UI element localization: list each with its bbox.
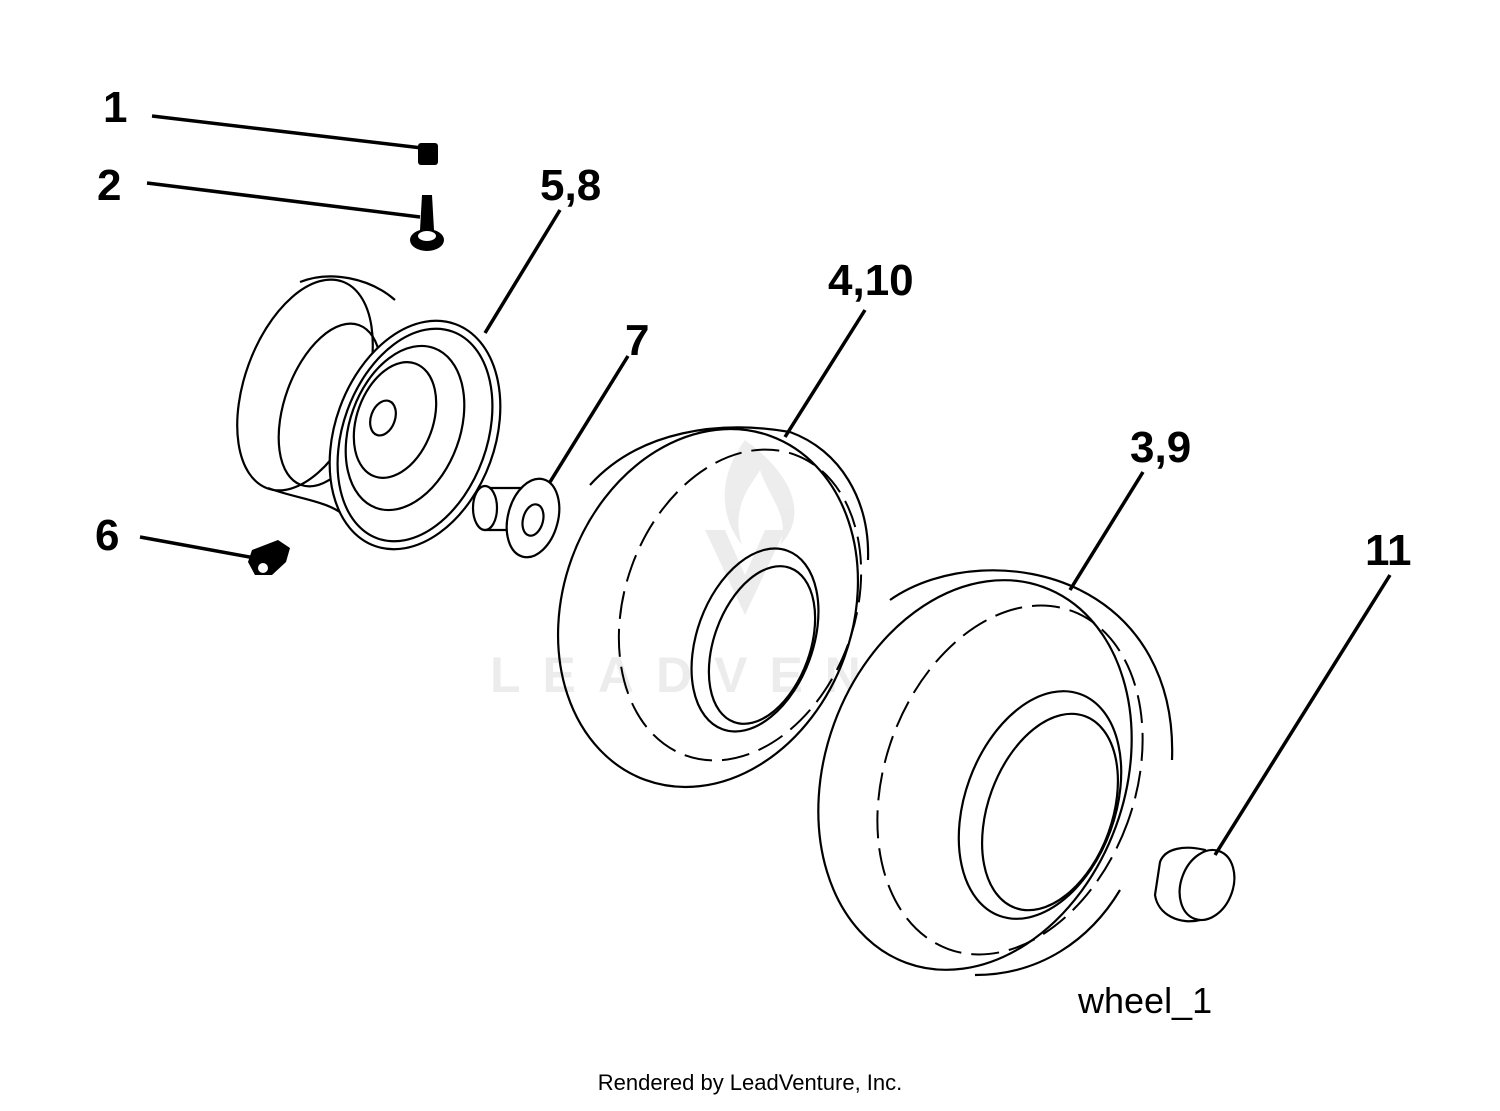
hub-cap-part bbox=[1153, 846, 1236, 923]
callout-11: 11 bbox=[1365, 526, 1412, 575]
valve-cap-part bbox=[418, 143, 438, 165]
callout-4-10: 4,10 bbox=[828, 256, 914, 305]
grease-fitting-part bbox=[248, 540, 290, 575]
callout-1: 1 bbox=[103, 83, 127, 132]
watermark-logo bbox=[705, 440, 795, 615]
tire-front-part bbox=[556, 426, 870, 789]
valve-stem-part bbox=[410, 195, 444, 251]
callout-3-9: 3,9 bbox=[1130, 423, 1191, 472]
leader-line-3-9 bbox=[1068, 471, 1145, 591]
leader-line-4-10 bbox=[783, 309, 867, 438]
leader-line-1 bbox=[151, 114, 423, 150]
leader-line-5-8 bbox=[483, 209, 562, 334]
credit-text: Rendered by LeadVenture, Inc. bbox=[598, 1070, 903, 1095]
leader-line-11 bbox=[1213, 574, 1392, 856]
callout-2: 2 bbox=[97, 161, 121, 210]
leader-line-2 bbox=[146, 181, 421, 219]
callout-5-8: 5,8 bbox=[540, 161, 601, 210]
callout-6: 6 bbox=[95, 511, 119, 560]
bushing-part bbox=[471, 477, 561, 559]
rim-part bbox=[236, 275, 502, 551]
leader-line-6 bbox=[139, 535, 256, 560]
tire-rear-part bbox=[817, 569, 1174, 977]
leader-line-7 bbox=[548, 355, 630, 483]
callout-7: 7 bbox=[625, 316, 649, 365]
figure-name: wheel_1 bbox=[1077, 980, 1212, 1021]
